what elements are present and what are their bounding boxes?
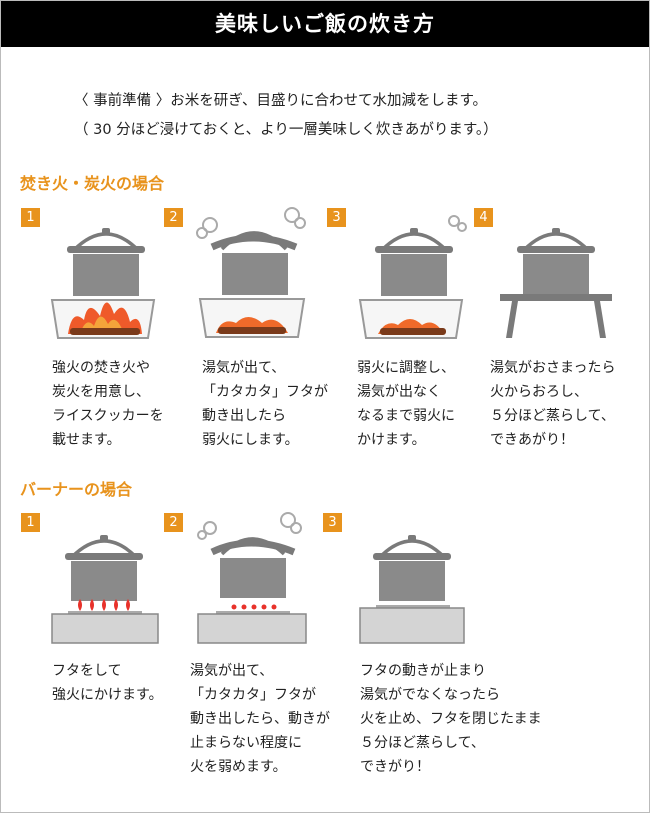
burner-stove-icon bbox=[51, 611, 159, 644]
high-flame-icon bbox=[78, 599, 130, 611]
burner-section-heading: バーナーの場合 bbox=[20, 480, 133, 499]
burner-step-3-number: 3 bbox=[323, 513, 342, 532]
table-icon bbox=[500, 294, 612, 338]
fire-step-2-illustration bbox=[196, 207, 306, 338]
fire-step-1-illustration bbox=[50, 228, 156, 339]
fire-step-1-number: 1 bbox=[21, 208, 40, 227]
pot-rattling-icon bbox=[210, 537, 296, 598]
steam-icon bbox=[448, 215, 467, 232]
low-fire-icon bbox=[378, 319, 446, 335]
fire-step-3-number: 3 bbox=[327, 208, 346, 227]
intro-line-1: 〈 事前準備 〉お米を研ぎ、目盛りに合わせて水加減をします。 bbox=[74, 93, 488, 109]
ember-icon bbox=[216, 317, 288, 334]
steam-icon bbox=[197, 512, 302, 540]
pot-icon bbox=[375, 228, 453, 296]
pot-icon bbox=[67, 228, 145, 296]
burner-step-2-description: 湯気が出て、「カタカタ」フタが動き出したら、動きが止まらない程度に火を弱めます。 bbox=[190, 663, 330, 775]
pot-icon bbox=[517, 228, 595, 294]
fire-step-2-description: 湯気が出て、「カタカタ」フタが動き出したら弱火にします。 bbox=[202, 360, 328, 448]
burner-stove-icon bbox=[197, 611, 307, 644]
fire-step-2-number: 2 bbox=[164, 208, 183, 227]
burner-stove-icon bbox=[359, 605, 465, 644]
intro-line-2: （ 30 分ほど浸けておくと、より一層美味しく炊きあがります。） bbox=[74, 122, 498, 138]
fire-step-4-number: 4 bbox=[474, 208, 493, 227]
steam-icon bbox=[196, 207, 306, 239]
fire-step-1-description: 強火の焚き火や炭火を用意し、ライスクッカーを載せます。 bbox=[52, 360, 164, 448]
burner-step-3-illustration bbox=[359, 535, 465, 644]
burner-step-1-number: 1 bbox=[21, 513, 40, 532]
fire-step-4-description: 湯気がおさまったら火からおろし、５分ほど蒸らして、できあがり！ bbox=[490, 360, 616, 448]
pot-icon bbox=[65, 535, 143, 601]
low-flame-icon bbox=[231, 604, 277, 610]
fire-step-3-description: 弱火に調整し、湯気が出なくなるまで弱火にかけます。 bbox=[357, 360, 455, 448]
burner-step-1-illustration bbox=[51, 535, 159, 644]
burner-step-2-number: 2 bbox=[164, 513, 183, 532]
pot-icon bbox=[373, 535, 451, 601]
burner-step-2-illustration bbox=[197, 512, 307, 644]
page-title: 美味しいご飯の炊き方 bbox=[1, 1, 649, 47]
fire-step-4-illustration bbox=[500, 228, 612, 338]
fire-step-3-illustration bbox=[358, 215, 467, 339]
burner-step-1-description: フタをして強火にかけます。 bbox=[52, 663, 163, 703]
fire-section-heading: 焚き火・炭火の場合 bbox=[20, 174, 165, 193]
campfire-flame-icon bbox=[68, 302, 142, 335]
pot-rattling-icon bbox=[210, 231, 298, 295]
